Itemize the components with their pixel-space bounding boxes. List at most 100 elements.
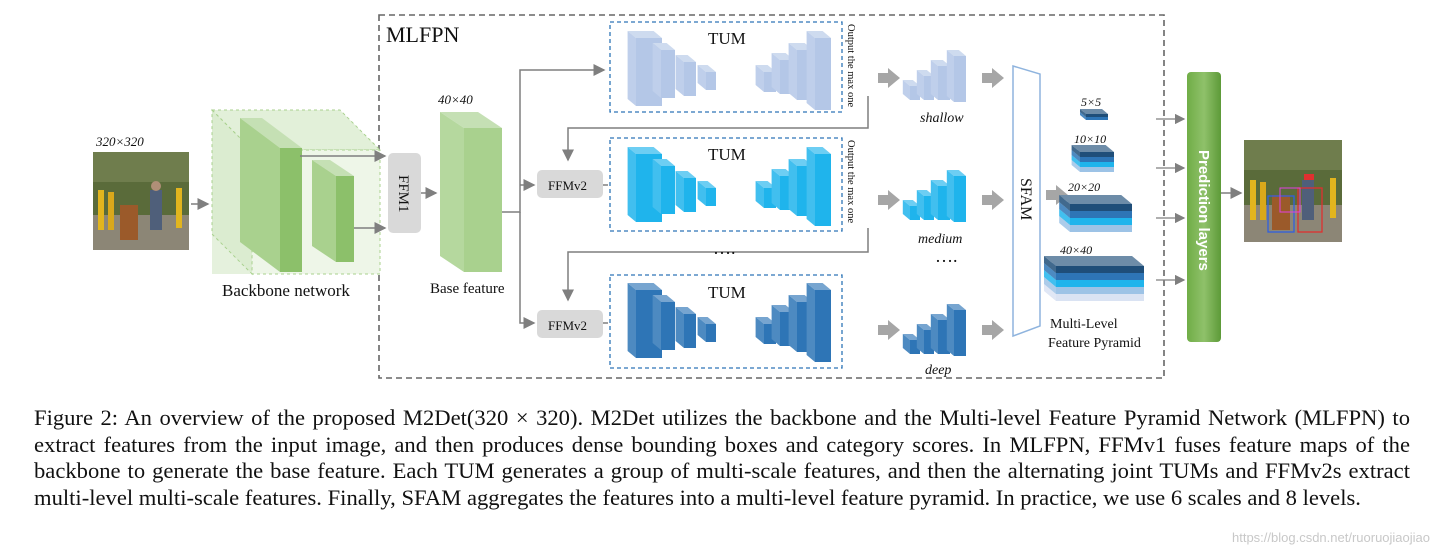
arrow-sfam <box>1046 185 1068 205</box>
pyramid-10-layer-1-side <box>1071 150 1080 162</box>
tum-label-medium: TUM <box>708 145 746 164</box>
out-deep-3-side <box>946 304 954 356</box>
pyramid-20-layer-2-front <box>1070 218 1132 225</box>
tum-deep-dec-3-front <box>815 290 831 362</box>
tum-shallow-dec-0-top <box>755 65 776 72</box>
tum-medium-enc-3-side <box>697 181 706 206</box>
prediction-layers-block <box>1187 72 1221 342</box>
tum-deep-enc-1-side <box>652 295 661 350</box>
tum-shallow-dec-3-side <box>806 31 815 110</box>
tum-medium-enc-2-side <box>675 171 684 212</box>
tum-shallow-dec-3-top <box>806 31 831 38</box>
tum-deep-dec-3-top <box>806 283 831 290</box>
caption-text: Figure 2: An overview of the proposed M2… <box>34 405 1410 510</box>
ffmv2-block-2 <box>537 310 603 338</box>
arrow-tum-medium <box>878 190 900 210</box>
out-medium-3-side <box>946 170 954 222</box>
tum-shallow-dec-2-side <box>788 43 797 100</box>
out-shallow-3-front <box>954 56 966 102</box>
tum-deep-dec-0-side <box>755 317 764 344</box>
tum-deep-enc-2-top <box>675 307 696 314</box>
tum-deep-dec-2-side <box>788 295 797 352</box>
tum-deep-enc-2-side <box>675 307 684 348</box>
base-feature-label: Base feature <box>430 281 505 297</box>
out-medium-3-top <box>946 170 966 176</box>
arrow-out-medium <box>982 190 1004 210</box>
tum-shallow-enc-1-front <box>661 50 675 98</box>
out-shallow-3-side <box>946 50 954 102</box>
tum-shallow-enc-3-top <box>697 65 716 72</box>
tum-deep-dec-1-side <box>771 305 780 346</box>
m2det-architecture-diagram: MLFPN 320×320 Backbone network FFM1 <box>93 14 1342 379</box>
out-deep-2-side <box>930 314 938 354</box>
pyramid-20-layer-1-front <box>1070 211 1132 218</box>
tum-shallow-enc-3-front <box>706 72 716 90</box>
pyramid-label-1: Multi-Level <box>1050 317 1118 332</box>
tum-shallow-enc-2-front <box>684 62 696 96</box>
tum-deep-enc-2-front <box>684 314 696 348</box>
tum-medium-dec-3-side <box>806 147 815 226</box>
tum-deep-dec-1-top <box>771 305 794 312</box>
out-deep-0-top <box>902 334 920 340</box>
deep-label: deep <box>925 363 951 378</box>
tum-deep-dec-0-top <box>755 317 776 324</box>
ffm1-block <box>388 153 421 233</box>
output-max-label-2: Output the max one <box>845 140 856 223</box>
tum-shallow-enc-0-top <box>627 31 662 38</box>
base-size-label: 40×40 <box>438 92 473 107</box>
tum-medium-enc-2-top <box>675 171 696 178</box>
figure-caption: Figure 2: An overview of the proposed M2… <box>34 405 1410 511</box>
out-shallow-0-side <box>902 80 910 100</box>
base-feature-block <box>440 112 502 272</box>
pyramid-10-layer-0-front <box>1080 152 1114 157</box>
tum-shallow-dec-1-top <box>771 53 794 60</box>
pyramid-5-layer-1-front <box>1086 117 1108 120</box>
out-medium-2-top <box>930 180 950 186</box>
tum-medium-dec-3-top <box>806 147 831 154</box>
out-medium-1-side <box>916 190 924 220</box>
pyramid-10-layer-1-front <box>1080 157 1114 162</box>
pyramid-20-layer-2-side <box>1059 209 1070 225</box>
pyramid-10-layer-3-side <box>1071 160 1080 172</box>
medium-label: medium <box>918 232 962 247</box>
out-shallow-2-side <box>930 60 938 100</box>
pyramid-20-layer-3-side <box>1059 216 1070 232</box>
out-shallow-2-top <box>930 60 950 66</box>
out-deep-3-top <box>946 304 966 310</box>
ffm1-label: FFM1 <box>395 175 411 213</box>
tum-deep-enc-1-front <box>661 302 675 350</box>
pyramid-40-layer-0-side <box>1044 256 1056 273</box>
tum-medium-dec-0-top <box>755 181 776 188</box>
out-deep-1-side <box>916 324 924 354</box>
tum-medium-enc-0-top <box>627 147 662 154</box>
out-shallow-3-top <box>946 50 966 56</box>
tum-medium-dec-3-front <box>815 154 831 226</box>
tum-shallow-enc-2-top <box>675 55 696 62</box>
tum-shallow-enc-1-side <box>652 43 661 98</box>
out-medium-2-side <box>930 180 938 220</box>
tum-box-medium <box>609 137 843 232</box>
out-medium-0-top <box>902 200 920 206</box>
tum-shallow-dec-0-side <box>755 65 764 92</box>
tum-medium-enc-1-top <box>652 159 675 166</box>
pyramid-40-layer-2-side <box>1044 270 1056 287</box>
pyramid-40-layer-1-side <box>1044 263 1056 280</box>
pyramid-20-layer-0-front <box>1070 204 1132 211</box>
tum-shallow-enc-2-side <box>675 55 684 96</box>
pyramid-10-layer-2-front <box>1080 162 1114 167</box>
pyramid-40-layer-4-front <box>1056 294 1144 301</box>
backbone-network <box>210 108 382 276</box>
mlfpn-title: MLFPN <box>386 22 459 47</box>
pyramid-20-layer-3-front <box>1070 225 1132 232</box>
arrow-out-deep <box>982 320 1004 340</box>
pyramid-10-layer-2-side <box>1071 155 1080 167</box>
arrow-tum-shallow <box>878 68 900 88</box>
pyramid-40-layer-3-front <box>1056 287 1144 294</box>
tum-deep-enc-1-top <box>652 295 675 302</box>
output-max-label-1: Output the max one <box>845 24 856 107</box>
tum-deep-dec-3-side <box>806 283 815 362</box>
sfam-label: SFAM <box>1017 178 1034 220</box>
tum-medium-enc-3-front <box>706 188 716 206</box>
tum-dots: …. <box>713 238 736 258</box>
pyramid-20-layer-0-top <box>1059 195 1132 204</box>
